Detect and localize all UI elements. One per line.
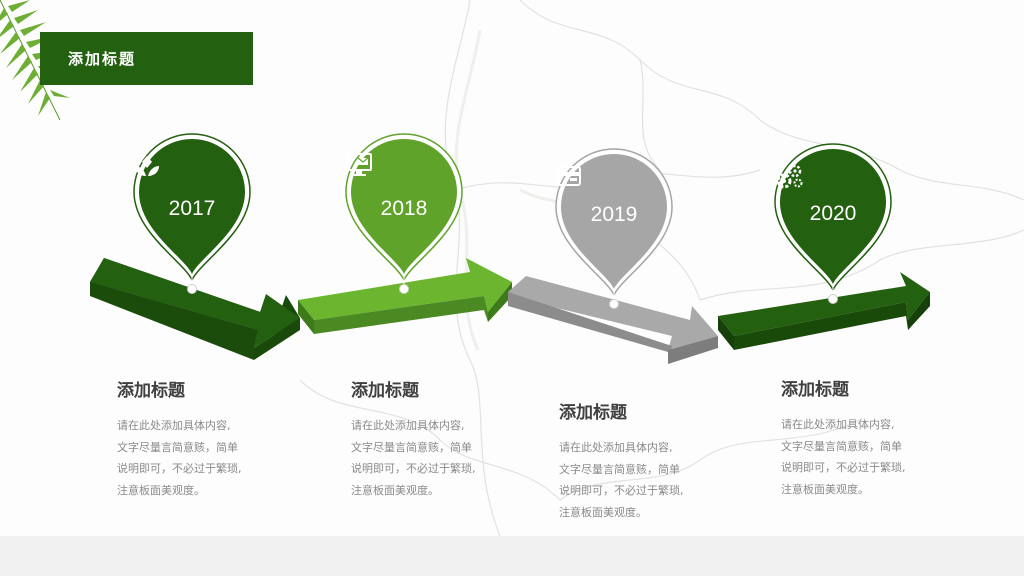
year-label: 2018 <box>380 197 428 220</box>
item-heading: 添加标题 <box>117 381 185 401</box>
pin-2017: 2017 <box>132 132 252 297</box>
timeline-item-2017: 添加标题 请在此处添加具体内容, 文字尽量言简意赅，简单 说明即可，不必过于繁琐… <box>117 376 287 501</box>
pin-2020: 2020 <box>773 142 893 307</box>
slide-title: 添加标题 <box>40 32 253 85</box>
timeline-item-2019: 添加标题 请在此处添加具体内容, 文字尽量言简意赅，简单 说明即可，不必过于繁琐… <box>559 398 729 523</box>
item-body: 请在此处添加具体内容, 文字尽量言简意赅，简单 说明即可，不必过于繁琐, 注意板… <box>781 418 906 496</box>
monitor-mail-icon <box>344 150 464 178</box>
year-label: 2017 <box>168 197 216 220</box>
slide: 添加标题 <box>0 0 1024 536</box>
flower-icon <box>132 154 252 182</box>
pin-2018: 2018 <box>344 132 464 297</box>
item-heading: 添加标题 <box>559 403 627 423</box>
timeline-item-2020: 添加标题 请在此处添加具体内容, 文字尽量言简意赅，简单 说明即可，不必过于繁琐… <box>781 375 951 500</box>
item-body: 请在此处添加具体内容, 文字尽量言简意赅，简单 说明即可，不必过于繁琐, 注意板… <box>117 419 242 497</box>
arrow-2020 <box>718 272 930 350</box>
pin-2019: 2019 <box>554 147 674 312</box>
timeline-item-2018: 添加标题 请在此处添加具体内容, 文字尽量言简意赅，简单 说明即可，不必过于繁琐… <box>351 376 521 501</box>
arrow-2019 <box>508 276 718 364</box>
item-body: 请在此处添加具体内容, 文字尽量言简意赅，简单 说明即可，不必过于繁琐, 注意板… <box>351 419 476 497</box>
year-label: 2019 <box>590 203 638 226</box>
slide-title-text: 添加标题 <box>68 50 137 68</box>
arrow-2017 <box>90 258 300 360</box>
item-heading: 添加标题 <box>351 381 419 401</box>
footer-band <box>0 536 1024 576</box>
year-label: 2020 <box>809 202 857 225</box>
gears-icon <box>773 162 893 192</box>
credit-card-icon <box>554 163 674 191</box>
item-heading: 添加标题 <box>781 380 849 400</box>
item-body: 请在此处添加具体内容, 文字尽量言简意赅，简单 说明即可，不必过于繁琐, 注意板… <box>559 441 684 519</box>
